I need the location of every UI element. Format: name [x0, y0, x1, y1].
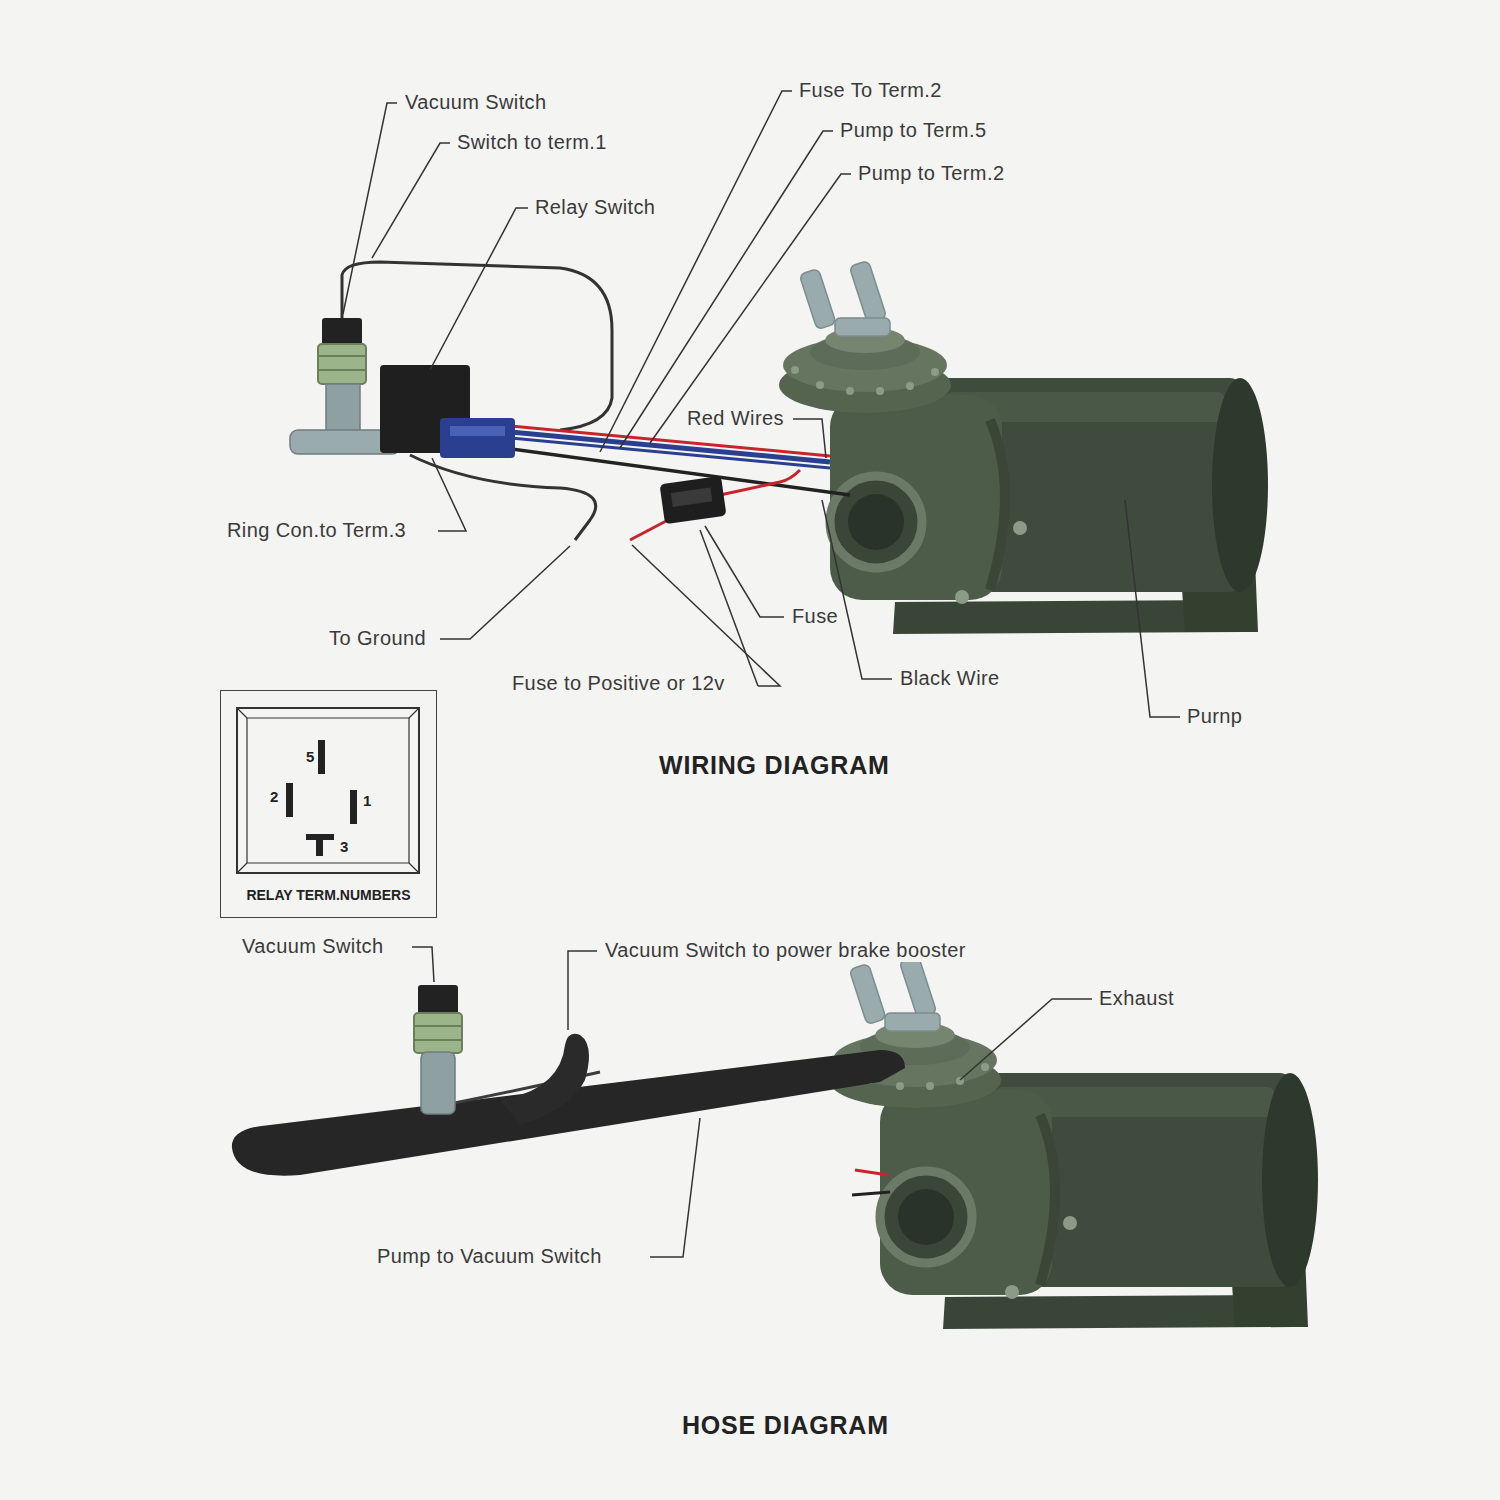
part-label: Vacuum Switch to power brake booster [603, 938, 968, 962]
terminal-number: 2 [268, 788, 281, 806]
part-label: Fuse [790, 604, 840, 628]
terminal-number: 3 [338, 838, 351, 856]
relay-terminal-box: RELAY TERM.NUMBERS [220, 690, 437, 918]
part-label: Pump to Vacuum Switch [375, 1244, 604, 1268]
part-label: Purnp [1185, 704, 1244, 728]
relay-terminal-picture [237, 708, 419, 873]
part-label: Vacuum Switch [403, 90, 549, 114]
part-label: Vacuum Switch [240, 934, 386, 958]
terminal-number: 5 [304, 748, 317, 766]
part-label: To Ground [327, 626, 428, 650]
part-label: Relay Switch [533, 195, 657, 219]
section-heading: WIRING DIAGRAM [657, 750, 892, 780]
part-label: Red Wires [685, 406, 786, 430]
part-label: Black Wire [898, 666, 1002, 690]
part-label: Ring Con.to Term.3 [225, 518, 408, 542]
part-label: Fuse to Positive or 12v [510, 671, 727, 695]
box-caption: RELAY TERM.NUMBERS [221, 887, 436, 903]
part-label: Pump to Term.5 [838, 118, 988, 142]
part-label: Pump to Term.2 [856, 161, 1006, 185]
part-label: Switch to term.1 [455, 130, 609, 154]
part-label: Fuse To Term.2 [797, 78, 944, 102]
section-heading: HOSE DIAGRAM [680, 1410, 891, 1440]
part-label: Exhaust [1097, 986, 1176, 1010]
terminal-number: 1 [361, 792, 374, 810]
